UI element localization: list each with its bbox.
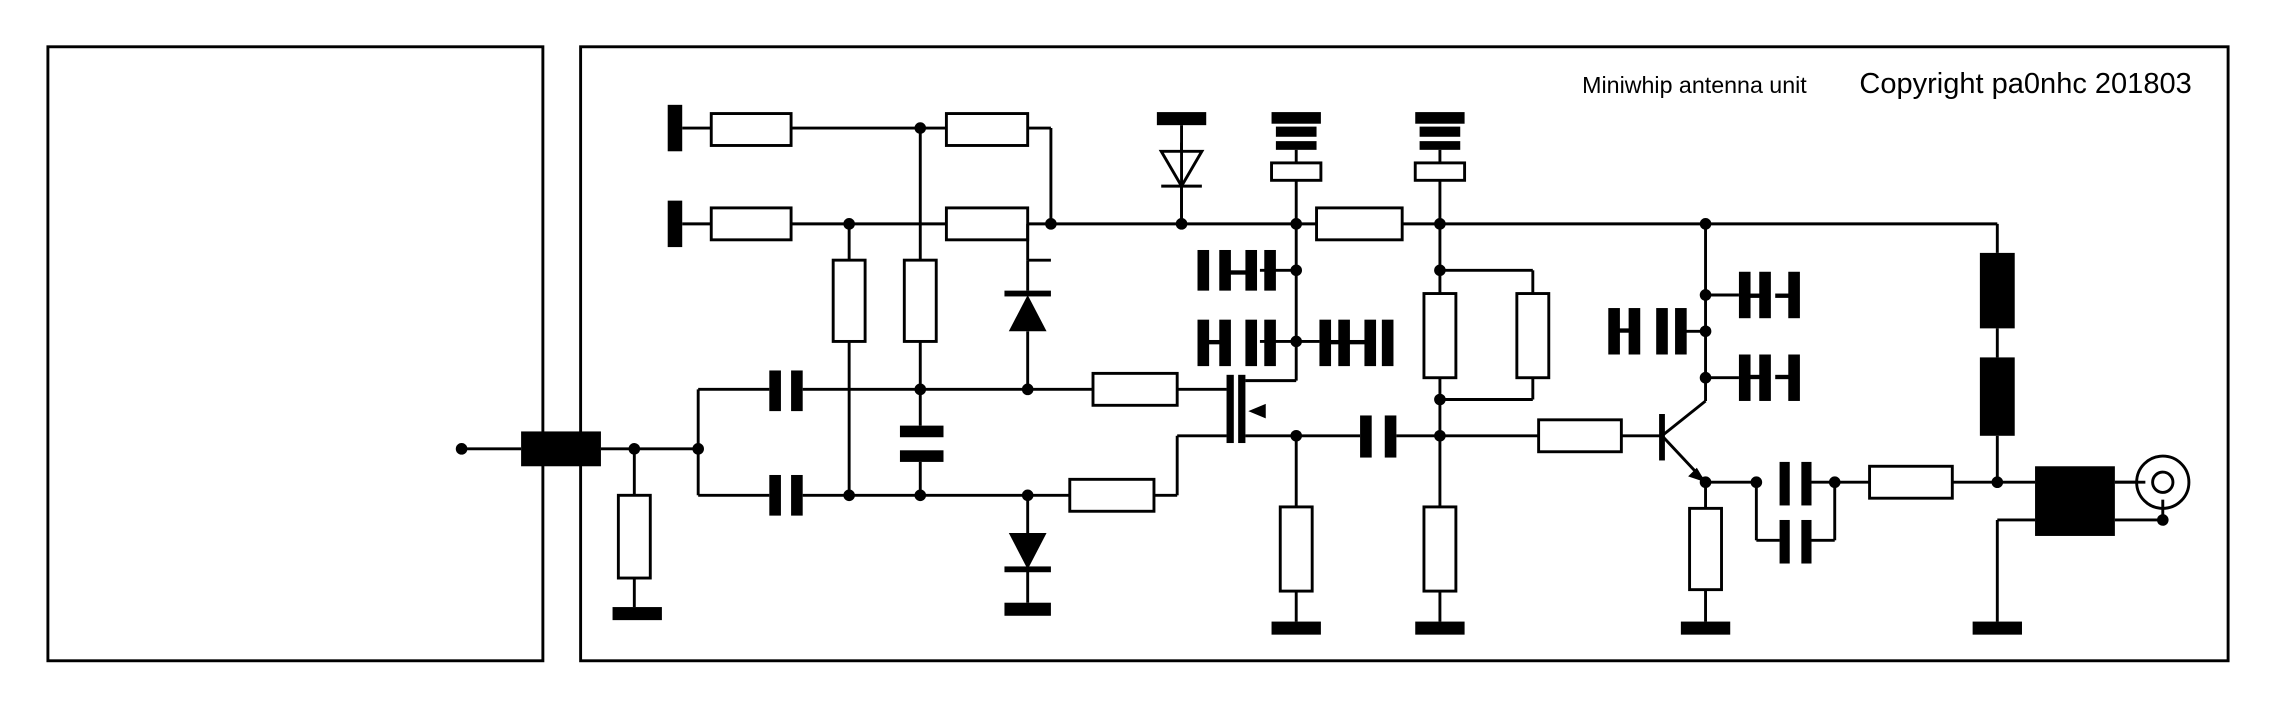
resistor-r10: [616, 493, 652, 580]
resistor-r6: [831, 258, 867, 343]
fet-gate: [1226, 374, 1234, 444]
ferrite-bead-1: [1270, 161, 1323, 182]
rail-bars: [612, 104, 2022, 635]
bnc-connector-inner: [2151, 470, 2175, 494]
left-panel-frame: [46, 45, 545, 663]
resistor-r7: [902, 258, 938, 343]
decoupling-capacitors: [1197, 249, 1800, 401]
resistor-r5: [1315, 206, 1404, 242]
resistor-r4: [944, 206, 1030, 242]
resistor-r3: [709, 206, 793, 242]
fet-channel: [1238, 374, 1246, 444]
resistor-r8: [1091, 371, 1179, 407]
diagram-title: Miniwhip antenna unit: [1582, 72, 1807, 98]
resistors: [616, 112, 1954, 593]
resistor-r2: [944, 112, 1030, 147]
resistor-r13: [1537, 418, 1623, 454]
resistor-r12: [1515, 292, 1551, 380]
output-transformer: [2035, 466, 2115, 536]
supply-diode: [1158, 149, 1205, 190]
fet-arrow: [1248, 403, 1266, 419]
junctions: [455, 122, 2169, 526]
choke-upper: [1979, 252, 2015, 329]
copyright-text: Copyright pa0nhc 201803: [1859, 68, 2191, 100]
diode-lower: [1008, 533, 1047, 570]
resistor-r9: [1068, 477, 1156, 513]
capacitors: [769, 126, 1812, 564]
resistor-r15: [1422, 505, 1458, 593]
resistor-r14: [1278, 505, 1314, 593]
input-choke: [521, 431, 601, 467]
resistor-r16: [1688, 506, 1723, 592]
diode-upper: [1008, 294, 1047, 332]
choke-lower: [1979, 357, 2015, 436]
bjt-base: [1659, 414, 1665, 461]
ferrite-bead-2: [1413, 161, 1467, 182]
resistor-r17: [1868, 464, 1954, 500]
resistor-r1: [709, 112, 793, 147]
resistor-r11: [1422, 292, 1458, 380]
right-panel-frame: [579, 45, 2230, 663]
